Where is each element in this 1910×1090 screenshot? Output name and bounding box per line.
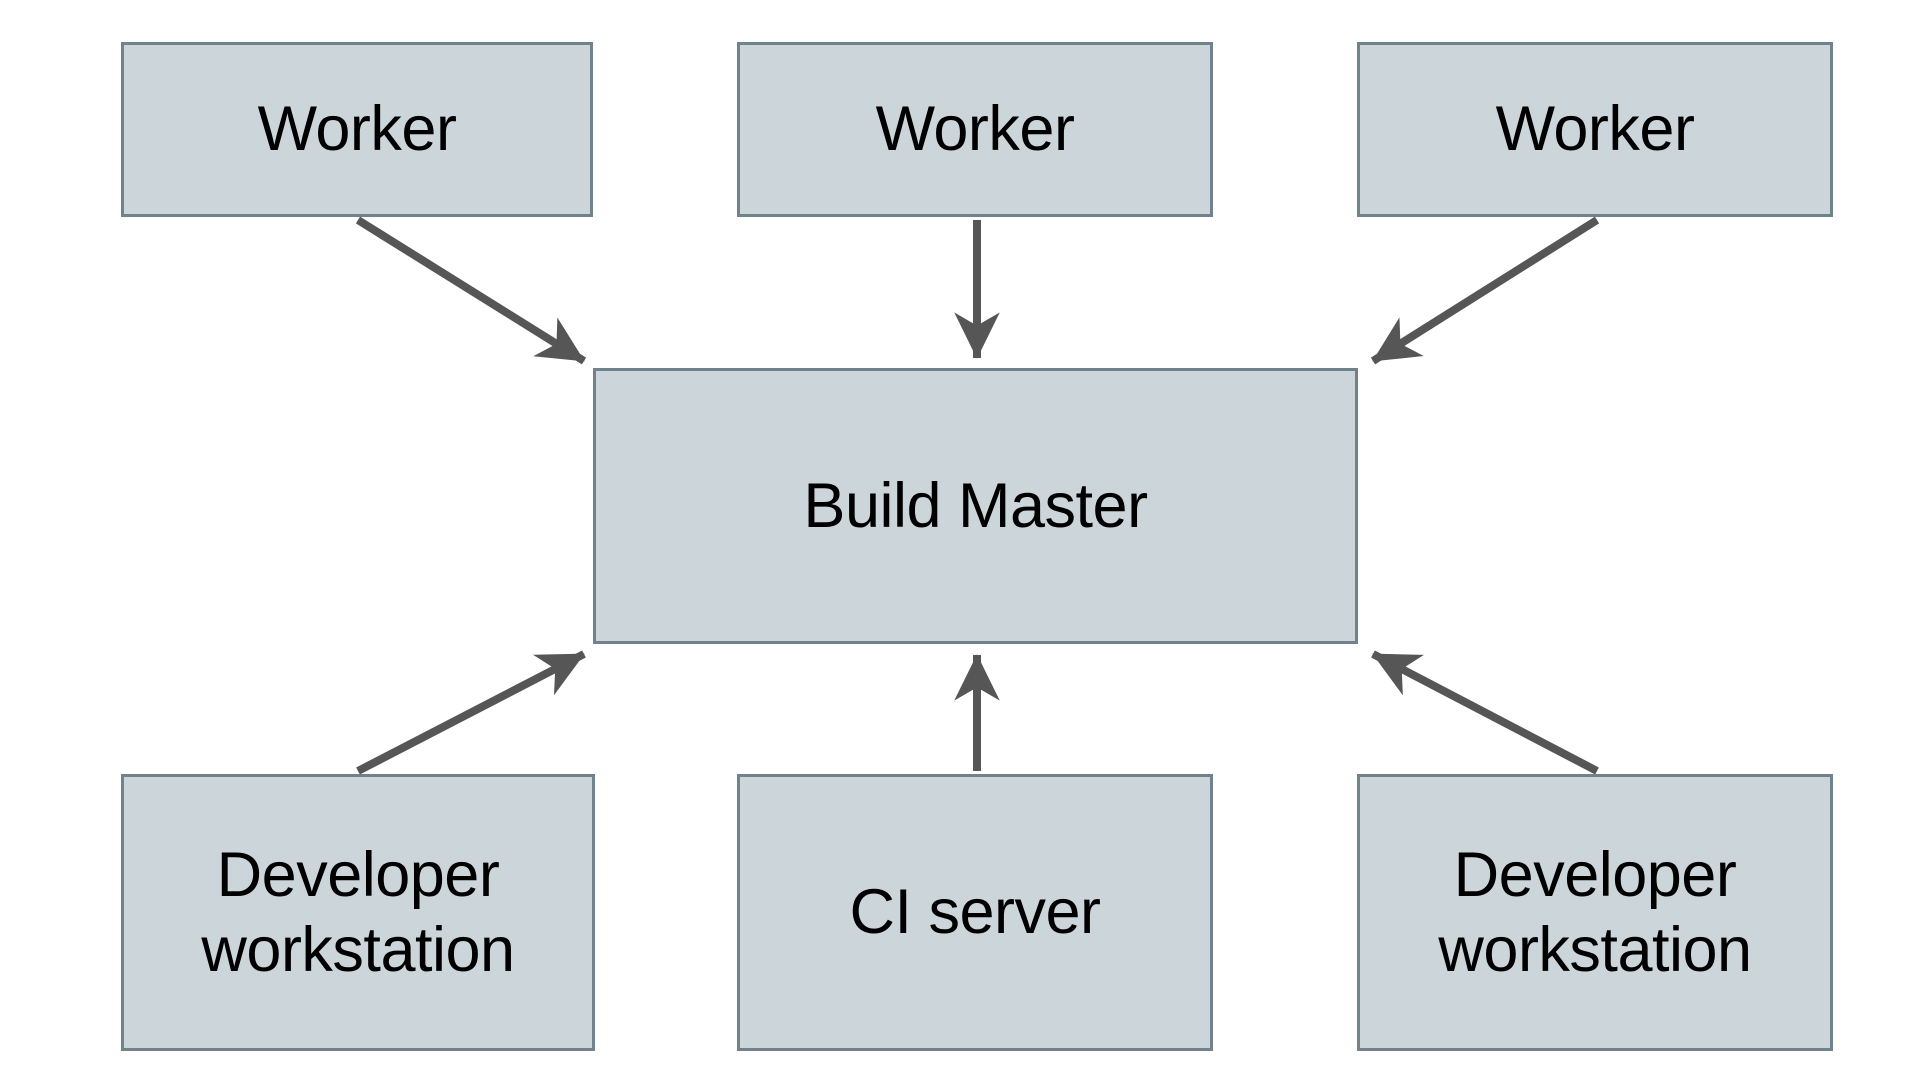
node-label: Worker [1495, 94, 1695, 165]
node-label: CI server [849, 877, 1101, 948]
node-worker-3[interactable]: Worker [1357, 42, 1833, 217]
edge-worker-3-to-build-master [1370, 216, 1600, 365]
edge-worker-1-to-build-master [355, 216, 587, 365]
node-label: Worker [257, 94, 457, 165]
node-ci-server[interactable]: CI server [737, 774, 1213, 1051]
node-label: Developer workstation [201, 840, 515, 985]
node-label: Build Master [803, 470, 1148, 541]
node-worker-2[interactable]: Worker [737, 42, 1213, 217]
edge-dev-workstation-2-to-build-master [1371, 650, 1599, 775]
node-build-master[interactable]: Build Master [593, 368, 1358, 644]
node-developer-workstation-1[interactable]: Developer workstation [121, 774, 595, 1051]
node-label: Developer workstation [1438, 840, 1752, 985]
node-label: Worker [875, 94, 1075, 165]
node-developer-workstation-2[interactable]: Developer workstation [1357, 774, 1833, 1051]
node-worker-1[interactable]: Worker [121, 42, 593, 217]
edge-dev-workstation-1-to-build-master [356, 650, 586, 775]
